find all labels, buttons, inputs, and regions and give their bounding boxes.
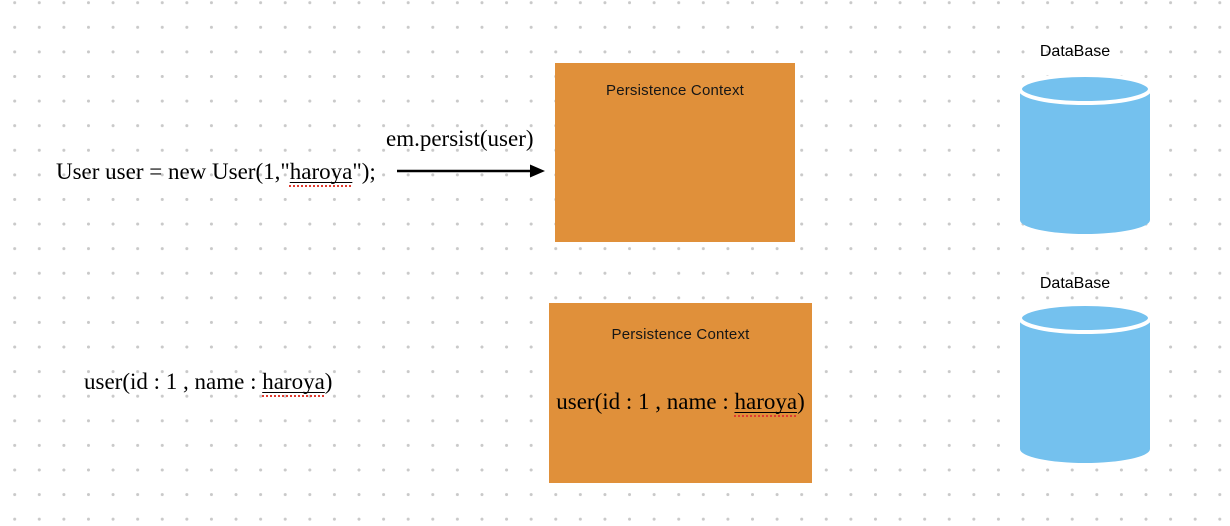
persist-arrow-label: em.persist(user) [386,126,534,151]
top-code-suffix: "); [352,159,376,184]
persisted-entity-text: user(id : 1 , name : haroya) [549,389,812,414]
database-label-top: DataBase [1039,43,1111,60]
top-code-text: User user = new User(1,"haroya"); [56,159,376,184]
database-icon-bottom [1018,302,1152,463]
persist-arrow-icon [397,164,545,178]
persistence-context-title-top: Persistence Context [605,82,745,99]
entity-prefix: user(id : 1 , name : [556,389,735,414]
persistence-context-title-bottom: Persistence Context [611,326,750,343]
persistence-context-box-bottom: Persistence Context user(id : 1 , name :… [549,303,812,483]
misspelled-word: haroya [262,369,325,394]
bottom-code-text: user(id : 1 , name : haroya) [84,369,332,394]
bottom-code-suffix: ) [324,369,333,394]
misspelled-word: haroya [289,159,353,184]
top-code-prefix: User user = new User(1," [56,159,290,184]
database-icon-top [1018,73,1152,234]
entity-suffix: ) [797,389,805,414]
misspelled-word: haroya [734,389,798,414]
bottom-code-prefix: user(id : 1 , name : [84,369,263,394]
persistence-context-box-top: Persistence Context [555,63,795,242]
database-label-bottom: DataBase [1039,275,1111,292]
